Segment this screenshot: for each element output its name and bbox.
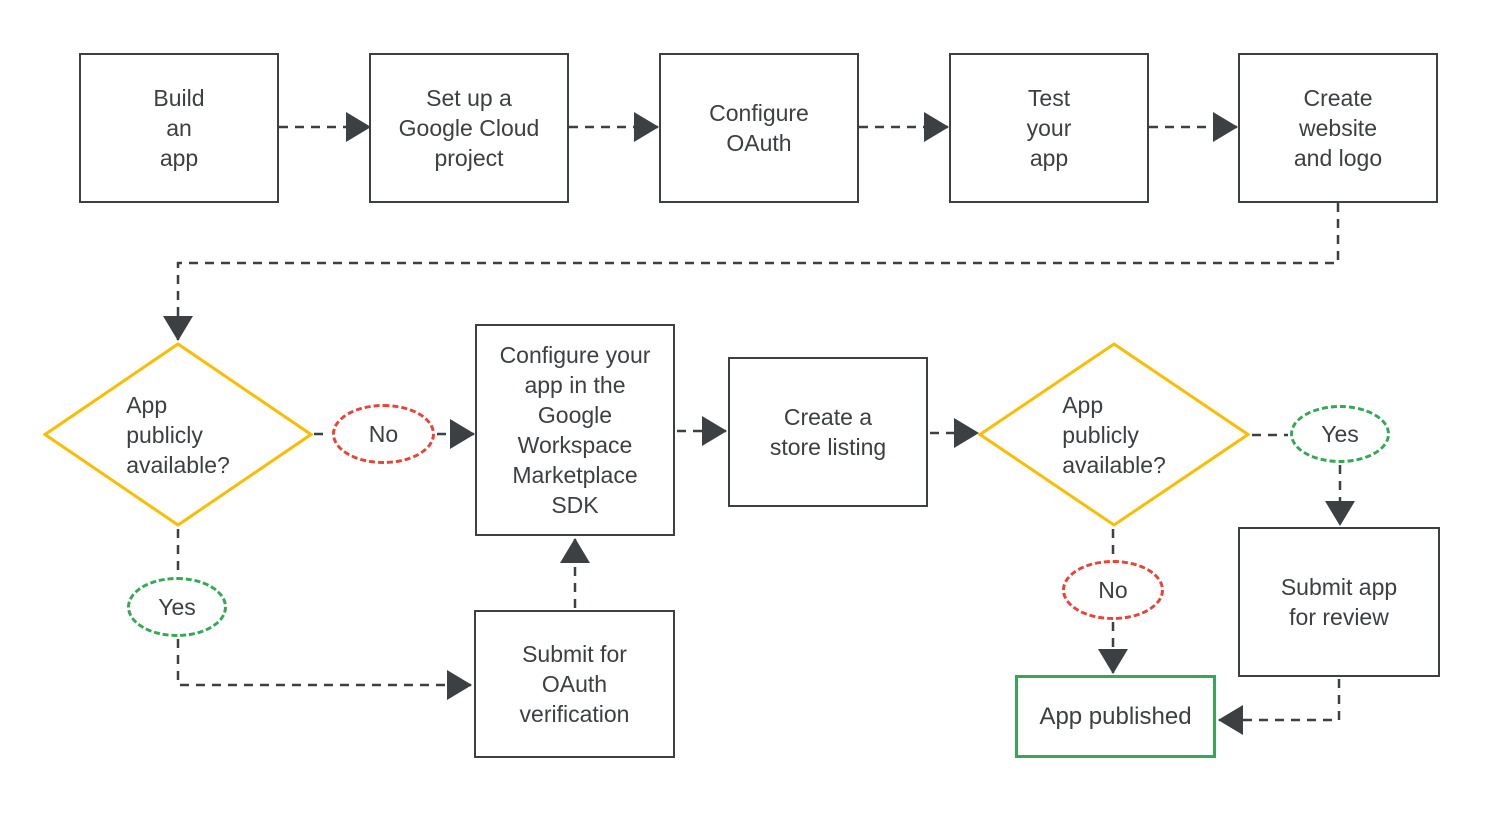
node-label: Test your app xyxy=(1026,85,1072,171)
branch-label: No xyxy=(368,421,399,447)
decision-label: App publicly available? xyxy=(126,391,230,478)
decision-app-publicly-available-right: App publicly available? xyxy=(978,342,1250,527)
branch-label: No xyxy=(1098,577,1128,603)
node-create-a-store-listing: Create a store listing xyxy=(728,357,928,507)
node-configure-app-marketplace-sdk: Configure your app in the Google Workspa… xyxy=(475,324,675,536)
node-test-your-app: Test your app xyxy=(949,53,1149,203)
node-create-website-and-logo: Create website and logo xyxy=(1238,53,1438,203)
node-label: Set up a Google Cloud project xyxy=(398,85,540,171)
branch-no-right: No xyxy=(1062,560,1164,620)
diamond-shape xyxy=(978,342,1250,527)
node-label: Configure your app in the Google Workspa… xyxy=(499,342,651,518)
branch-no-left: No xyxy=(332,404,435,464)
node-app-published: App published xyxy=(1015,675,1216,758)
node-label: Create website and logo xyxy=(1293,85,1383,171)
decision-app-publicly-available-left: App publicly available? xyxy=(43,342,313,527)
node-build-an-app: Build an app xyxy=(79,53,279,203)
branch-label: Yes xyxy=(158,594,196,620)
branch-label: Yes xyxy=(1321,421,1359,447)
node-label: Submit app for review xyxy=(1280,574,1398,630)
node-submit-app-for-review: Submit app for review xyxy=(1238,527,1440,677)
branch-yes-right: Yes xyxy=(1290,405,1390,463)
node-label: App published xyxy=(1039,702,1192,730)
connector-yes-to-oauth-verification xyxy=(176,639,472,700)
node-configure-oauth: Configure OAuth xyxy=(659,53,859,203)
node-label: Create a store listing xyxy=(769,404,887,460)
connector-website-to-decision-left xyxy=(163,203,1340,341)
node-submit-for-oauth-verification: Submit for OAuth verification xyxy=(474,610,675,758)
decision-label: App publicly available? xyxy=(1062,391,1166,478)
branch-yes-left: Yes xyxy=(127,577,227,637)
diamond-shape xyxy=(43,342,313,527)
node-label: Configure OAuth xyxy=(709,100,809,156)
node-label: Submit for OAuth verification xyxy=(519,641,630,727)
connector-review-to-published xyxy=(1218,679,1341,735)
node-set-up-google-cloud-project: Set up a Google Cloud project xyxy=(369,53,569,203)
node-label: Build an app xyxy=(153,85,205,171)
